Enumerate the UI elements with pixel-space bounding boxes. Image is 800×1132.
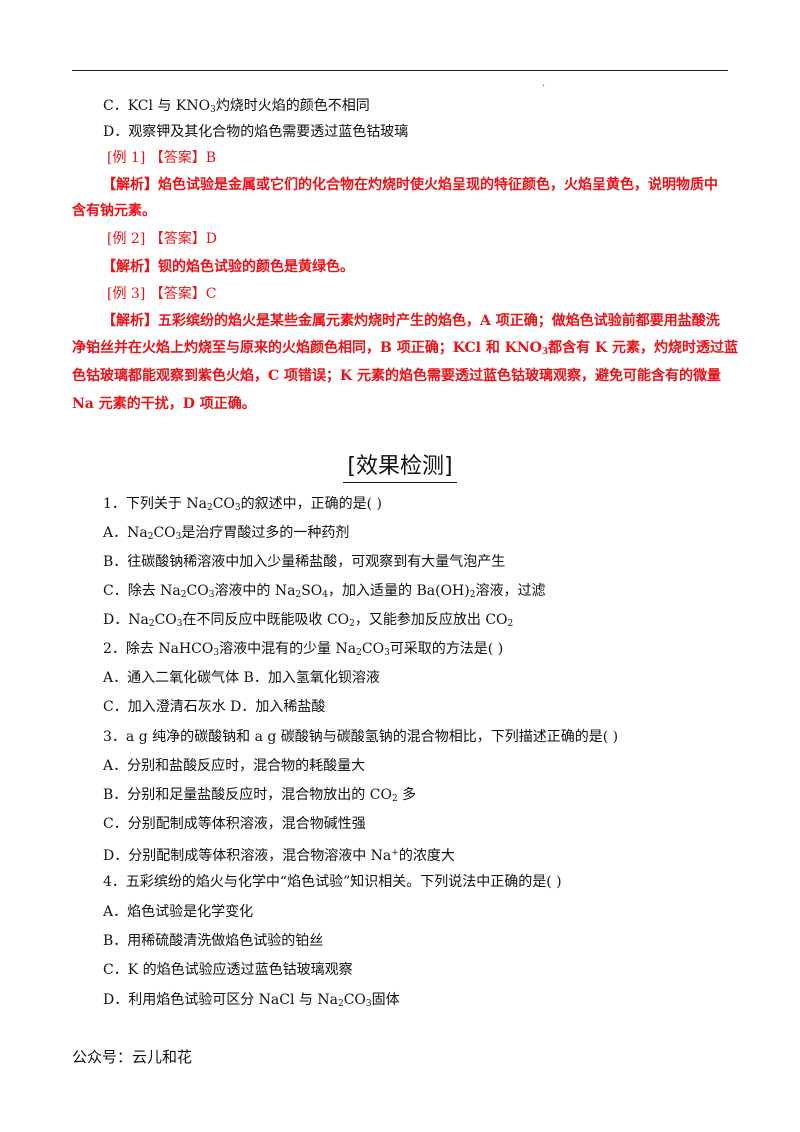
question-3-option-b: B．分别和足量盐酸反应时，混合物放出的 CO2 多 xyxy=(103,787,417,804)
question-3-option-a: A．分别和盐酸反应时，混合物的耗酸量大 xyxy=(103,758,366,774)
example-3-analysis-line-4: Na 元素的干扰，D 项正确。 xyxy=(72,396,256,412)
header-dot: . xyxy=(542,78,546,89)
example-1-analysis-line-2: 含有钠元素。 xyxy=(72,203,156,219)
example-2-answer: [例 2] 【答案】D xyxy=(107,231,217,247)
question-4-option-c: C．K 的焰色试验应透过蓝色钴玻璃观察 xyxy=(103,962,353,978)
question-2-options-ab: A．通入二氧化碳气体 B．加入氢氧化钡溶液 xyxy=(103,670,380,686)
question-4-option-d: D．利用焰色试验可区分 NaCl 与 Na2CO3固体 xyxy=(103,992,400,1009)
question-2-stem: 2．除去 NaHCO3溶液中混有的少量 Na2CO3可采取的方法是( ) xyxy=(103,641,504,658)
prev-option-c: C．KCl 与 KNO3灼烧时火焰的颜色不相同 xyxy=(103,98,370,115)
section-title: [效果检测] xyxy=(0,452,800,483)
footer-account: 公众号：云儿和花 xyxy=(72,1048,193,1066)
header-rule xyxy=(72,70,728,71)
question-4-option-a: A．焰色试验是化学变化 xyxy=(103,904,254,920)
example-3-analysis-line-3: 色钴玻璃都能观察到紫色火焰，C 项错误；K 元素的焰色需要透过蓝色钴玻璃观察，避… xyxy=(72,368,722,384)
example-3-analysis-line-1: 【解析】五彩缤纷的焰火是某些金属元素灼烧时产生的焰色，A 项正确；做焰色试验前都… xyxy=(102,313,720,329)
question-1-option-a: A．Na2CO3是治疗胃酸过多的一种药剂 xyxy=(103,525,350,542)
question-4-option-b: B．用稀硫酸清洗做焰色试验的铂丝 xyxy=(103,933,324,949)
question-3-stem: 3．a g 纯净的碳酸钠和 a g 碳酸钠与碳酸氢钠的混合物相比，下列描述正确的… xyxy=(103,729,619,745)
example-1-answer: [例 1] 【答案】B xyxy=(107,150,217,166)
example-3-analysis-line-2: 净铂丝并在火焰上灼烧至与原来的火焰颜色相同，B 项正确；KCl 和 KNO3都含… xyxy=(72,340,739,357)
question-3-option-d: D．分别配制成等体积溶液，混合物溶液中 Na+的浓度大 xyxy=(103,848,455,864)
question-4-stem: 4．五彩缤纷的焰火与化学中“焰色试验”知识相关。下列说法中正确的是( ) xyxy=(103,874,562,890)
question-3-option-c: C．分别配制成等体积溶液，混合物碱性强 xyxy=(103,816,366,832)
question-1-option-d: D．Na2CO3在不同反应中既能吸收 CO2，又能参加反应放出 CO2 xyxy=(103,612,514,629)
question-1-stem: 1．下列关于 Na2CO3的叙述中，正确的是( ) xyxy=(103,496,383,513)
prev-option-d: D．观察钾及其化合物的焰色需要透过蓝色钴玻璃 xyxy=(103,124,409,140)
example-1-analysis-line-1: 【解析】焰色试验是金属或它们的化合物在灼烧时使火焰呈现的特征颜色，火焰呈黄色，说… xyxy=(102,177,718,193)
example-2-analysis: 【解析】钡的焰色试验的颜色是黄绿色。 xyxy=(102,259,354,275)
question-1-option-b: B．往碳酸钠稀溶液中加入少量稀盐酸，可观察到有大量气泡产生 xyxy=(103,554,506,570)
example-3-answer: [例 3] 【答案】C xyxy=(107,286,217,302)
question-2-options-cd: C．加入澄清石灰水 D．加入稀盐酸 xyxy=(103,699,326,715)
question-1-option-c: C．除去 Na2CO3溶液中的 Na2SO4，加入适量的 Ba(OH)2溶液，过… xyxy=(103,583,546,600)
